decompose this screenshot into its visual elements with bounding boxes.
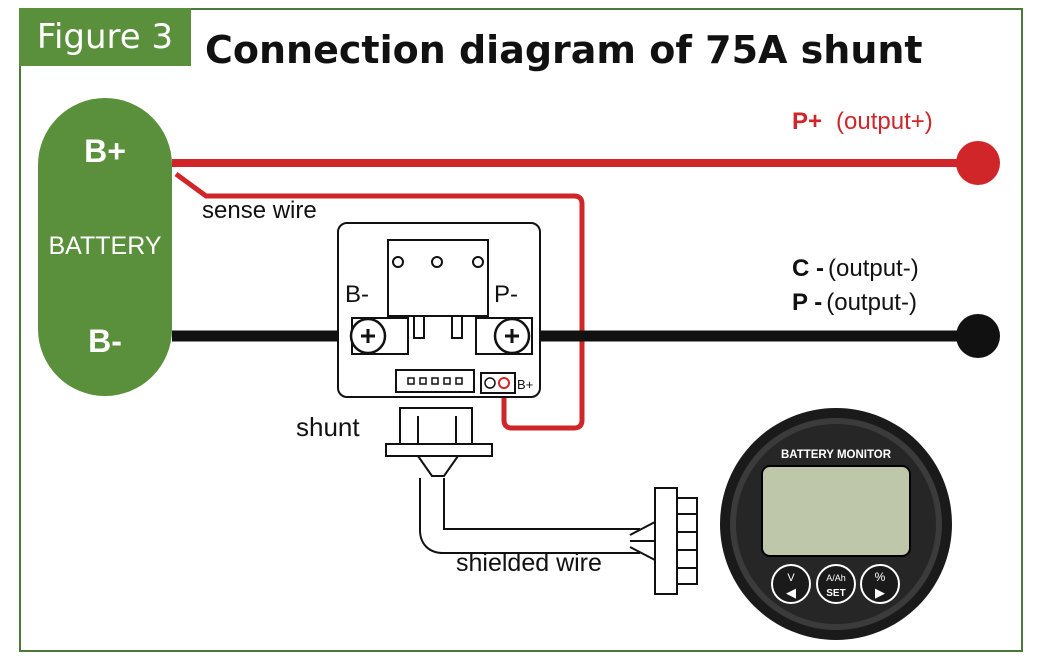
shunt-resistor (387, 239, 489, 317)
shunt-plug (399, 407, 473, 445)
p-plus-terminal (956, 141, 1000, 185)
shielded-wire-label: shielded wire (456, 549, 602, 577)
shunt-label: shunt (296, 412, 360, 442)
diagram-title: Connection diagram of 75A shunt (205, 28, 923, 72)
battery-plus-label: B+ (84, 133, 126, 169)
c-minus-label: C - (792, 255, 824, 282)
battery-minus-label: B- (88, 323, 122, 359)
figure-tag: Figure 3 (19, 8, 191, 66)
battery-body (38, 98, 172, 396)
svg-text:SET: SET (826, 588, 845, 599)
sense-wire (174, 171, 585, 431)
diagram-frame (19, 8, 1023, 652)
svg-text:%: % (875, 570, 886, 584)
svg-text:▶: ▶ (875, 586, 885, 601)
c-minus-output-label: C -(output-) (792, 255, 919, 283)
monitor-button-set: A/Ah SET (816, 564, 856, 604)
monitor-lcd (761, 465, 911, 557)
p-minus-desc: (output-) (826, 289, 917, 316)
p-plus-desc: (output+) (836, 108, 933, 135)
c-minus-desc: (output-) (828, 255, 919, 282)
p-plus-output-label: P+ (output+) (792, 108, 933, 136)
p-plus-label: P+ (792, 108, 823, 135)
monitor-plug (654, 487, 678, 595)
monitor-label: BATTERY MONITOR (781, 449, 892, 461)
p-minus-terminal (956, 314, 1000, 358)
battery-name: BATTERY (49, 232, 162, 260)
p-minus-label: P - (792, 289, 823, 316)
sense-wire-label: sense wire (202, 197, 317, 224)
shunt-b-plus-label: B+ (517, 377, 533, 392)
svg-text:◀: ◀ (786, 586, 796, 601)
shunt-b-minus-label: B- (345, 281, 369, 308)
p-minus-output-label: P -(output-) (792, 289, 917, 317)
svg-text:A/Ah: A/Ah (826, 573, 846, 583)
monitor-button-percent: % ▶ (860, 564, 900, 604)
svg-text:V: V (787, 572, 795, 584)
monitor-button-v: V ◀ (771, 564, 811, 604)
shunt-p-minus-label: P- (494, 281, 518, 308)
